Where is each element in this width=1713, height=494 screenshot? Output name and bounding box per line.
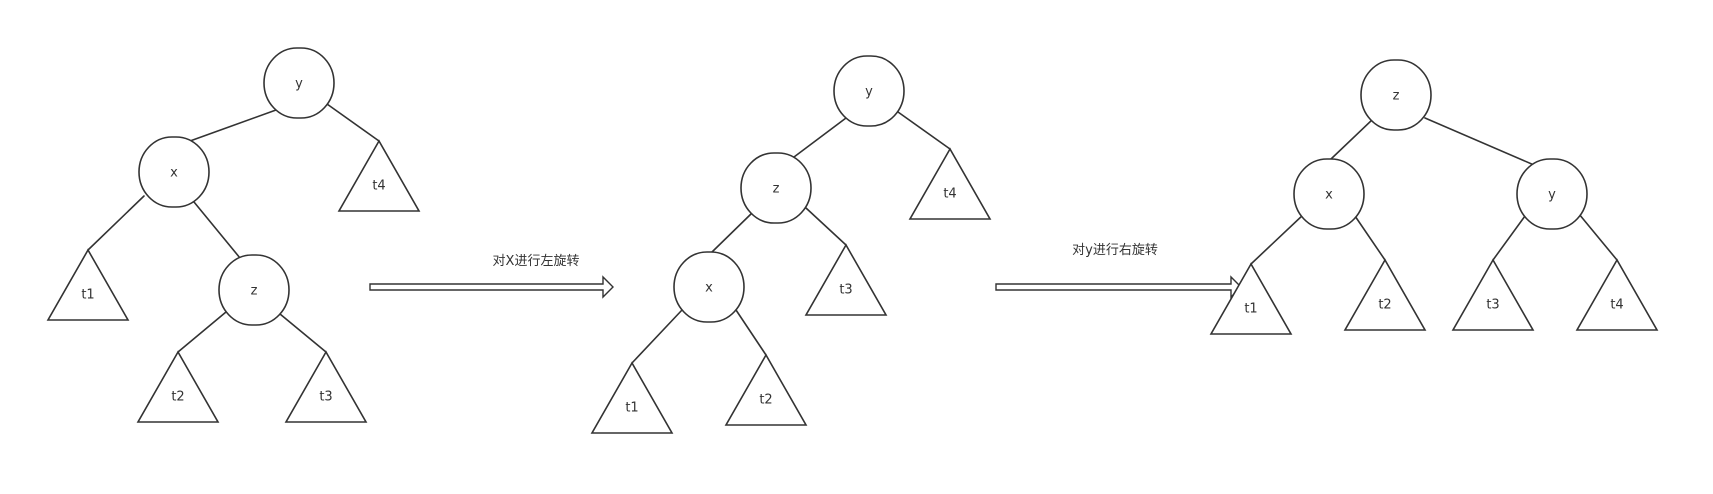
edge-z-y — [1424, 117, 1535, 166]
edge-z-t3 — [805, 207, 847, 246]
subtree-triangle: t4 — [1575, 258, 1659, 331]
edge-y-t4 — [326, 103, 380, 142]
subtree-label: t3 — [839, 283, 852, 298]
node-label: y — [865, 85, 873, 100]
edge-x-t1 — [631, 309, 683, 364]
edge-x-t1 — [1250, 213, 1305, 265]
tree-node-x: x — [673, 251, 745, 323]
tree-node-y: y — [833, 55, 905, 127]
edge-y-t3 — [1492, 215, 1526, 261]
edge-z-x — [711, 212, 753, 253]
node-label: z — [251, 284, 258, 299]
subtree-label: t4 — [1610, 298, 1623, 313]
subtree-triangle: t2 — [724, 353, 808, 426]
edge-x-t2 — [735, 309, 767, 356]
subtree-label: t1 — [1244, 302, 1257, 317]
edge-z-t3 — [279, 313, 327, 353]
edge-y-t4 — [1578, 213, 1618, 261]
edge-y-t4 — [897, 111, 951, 150]
edge-z-t2 — [177, 311, 227, 353]
subtree-triangle: t4 — [337, 139, 421, 212]
subtree-label: t3 — [1486, 298, 1499, 313]
tree-node-z: z — [218, 254, 290, 326]
subtree-label: t3 — [319, 390, 332, 405]
subtree-label: t2 — [759, 393, 772, 408]
subtree-triangle: t3 — [804, 243, 888, 316]
tree-after-right-rotation: z x y t1 t2 t3 t4 — [1209, 59, 1659, 335]
arrow-label: 对y进行右旋转 — [1072, 243, 1158, 258]
subtree-label: t1 — [81, 288, 94, 303]
subtree-label: t4 — [372, 179, 385, 194]
edge-z-x — [1330, 118, 1374, 160]
subtree-label: t2 — [1378, 298, 1391, 313]
subtree-triangle: t1 — [590, 361, 674, 434]
edge-x-z — [193, 201, 241, 259]
tree-node-z: z — [1360, 59, 1432, 131]
node-label: y — [295, 77, 303, 92]
tree-node-x: x — [138, 136, 210, 208]
subtree-triangle: t2 — [136, 350, 220, 423]
tree-node-y: y — [1516, 158, 1588, 230]
node-label: x — [1325, 188, 1333, 203]
node-label: z — [773, 182, 780, 197]
right-arrow-icon — [995, 275, 1242, 299]
node-label: y — [1548, 188, 1556, 203]
edge-x-t1 — [87, 195, 145, 251]
subtree-triangle: t1 — [46, 248, 130, 321]
tree-node-z: z — [740, 152, 812, 224]
subtree-triangle: t3 — [1451, 258, 1535, 331]
node-label: x — [705, 281, 713, 296]
subtree-triangle: t2 — [1343, 258, 1427, 331]
right-arrow-icon — [369, 275, 614, 299]
tree-node-x: x — [1293, 158, 1365, 230]
transition-arrow-left-rotate: 对X进行左旋转 — [369, 254, 614, 299]
subtree-label: t1 — [625, 401, 638, 416]
subtree-label: t2 — [171, 390, 184, 405]
subtree-triangle: t4 — [908, 147, 992, 220]
node-label: x — [170, 166, 178, 181]
subtree-label: t4 — [943, 187, 956, 202]
tree-after-left-rotation: y z x t4 t3 t1 t2 — [590, 55, 992, 434]
edge-y-x — [189, 109, 277, 142]
node-label: z — [1393, 89, 1400, 104]
edge-y-z — [793, 117, 847, 158]
arrow-label: 对X进行左旋转 — [493, 254, 580, 269]
transition-arrow-right-rotate: 对y进行右旋转 — [995, 243, 1242, 299]
subtree-triangle: t3 — [284, 350, 368, 423]
subtree-triangle: t1 — [1209, 262, 1293, 335]
tree-original: y x z t1 t2 t3 t4 — [46, 47, 421, 423]
edge-x-t2 — [1354, 215, 1386, 261]
tree-node-y: y — [263, 47, 335, 119]
